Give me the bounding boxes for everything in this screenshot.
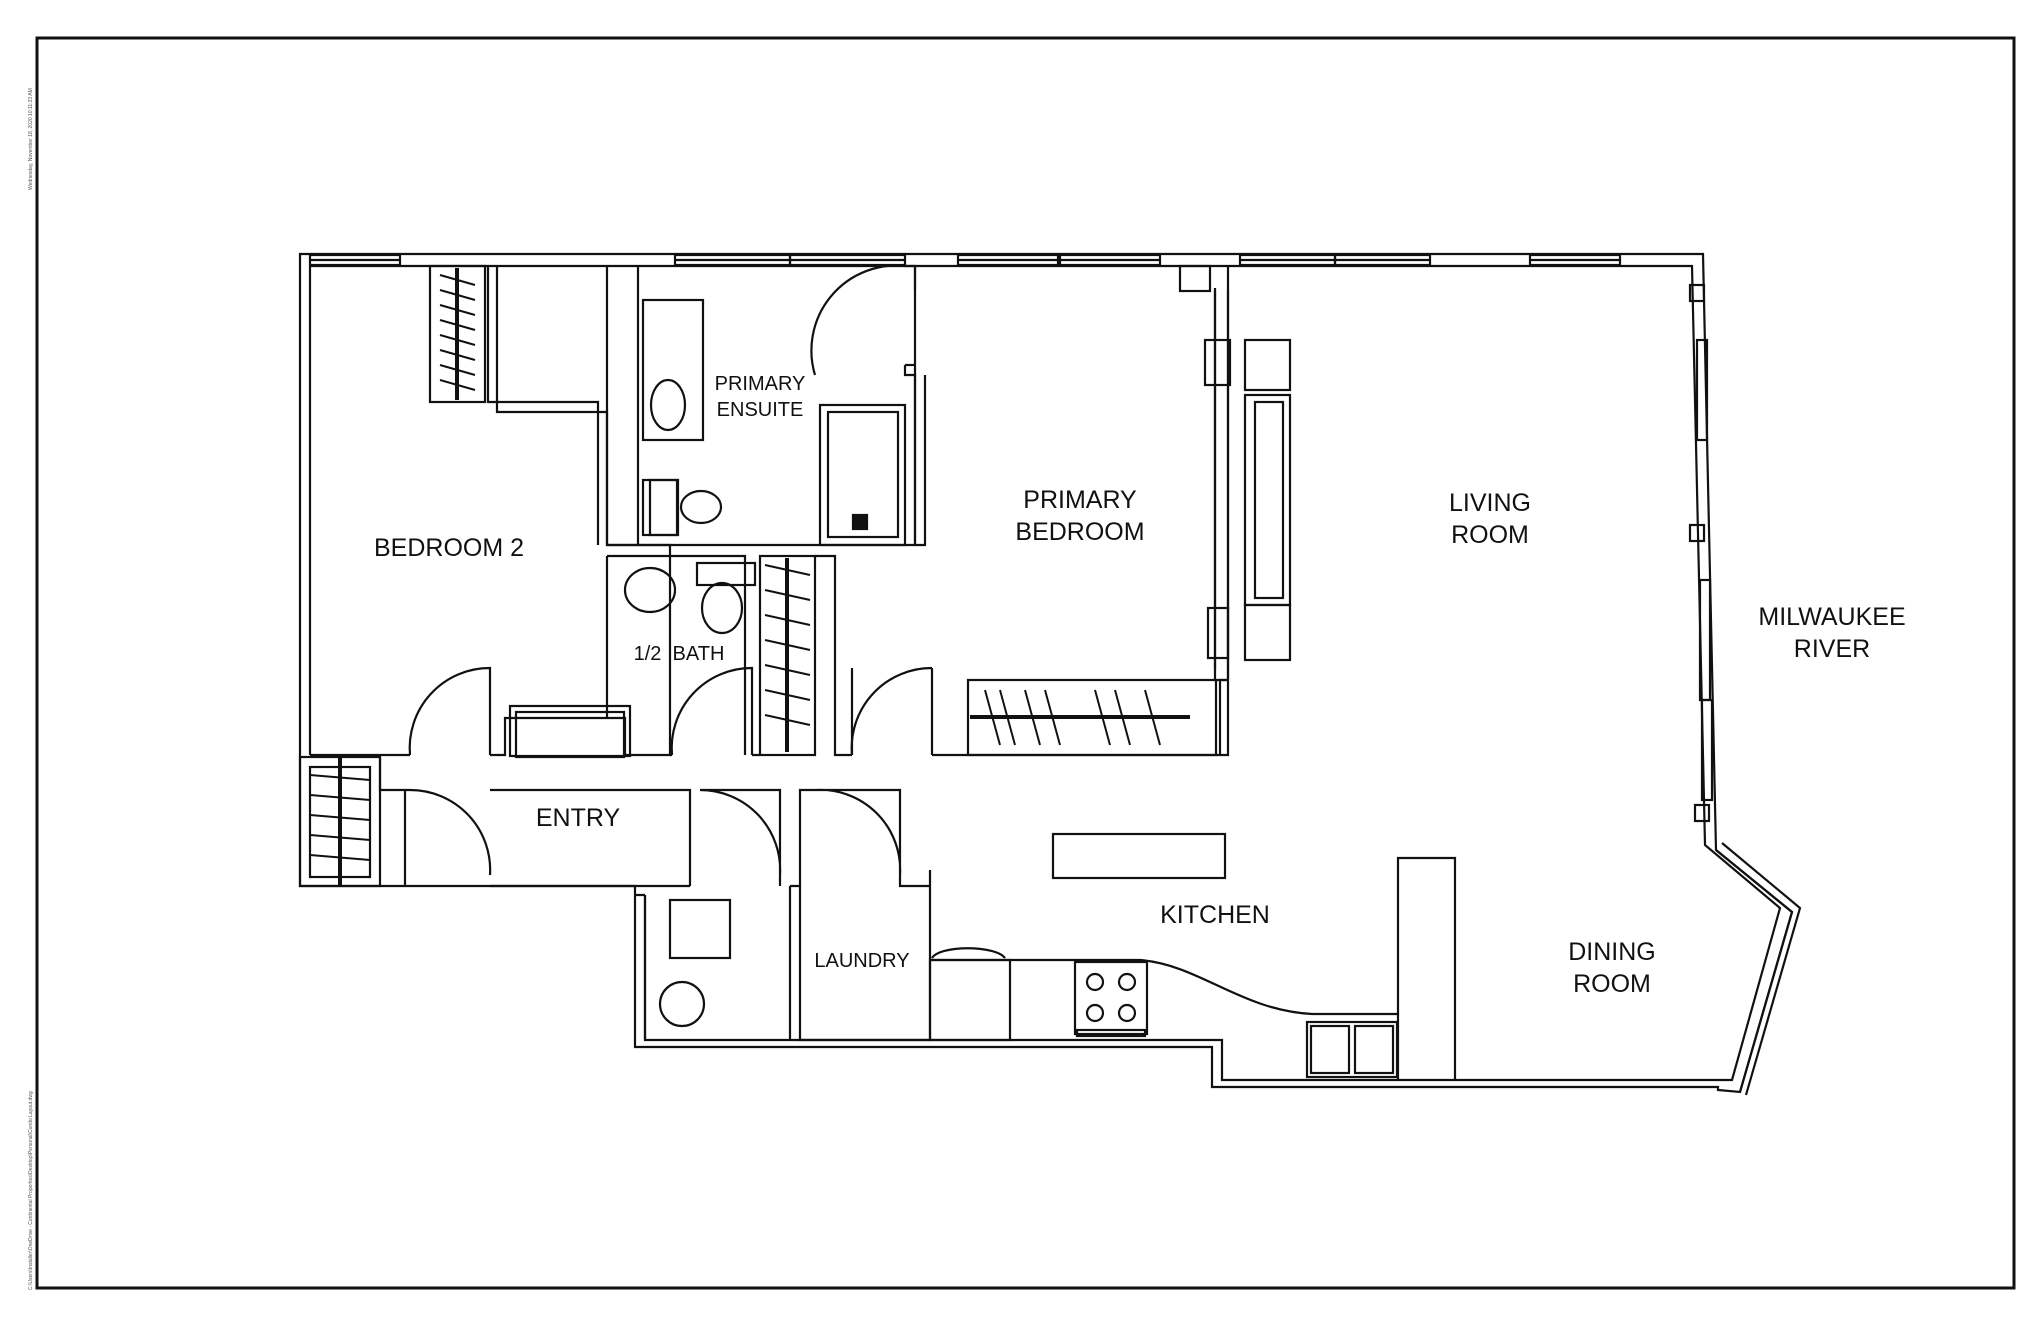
right-windows	[1688, 283, 1714, 823]
sheet-border	[35, 36, 2016, 1290]
top-windows	[308, 253, 1622, 267]
shower-drain-icon	[851, 513, 869, 531]
dining-room-label-2: ROOM	[1573, 970, 1651, 998]
kitchen-island	[1051, 832, 1227, 880]
kitchen-label: KITCHEN	[1160, 901, 1270, 929]
living-room-divider	[1213, 290, 1230, 680]
timestamp-note: Wednesday, November 18, 2020 10:11:33 AM	[28, 88, 34, 190]
file-path-note: C:\Users\Installer\OneDrive - Continenta…	[28, 1091, 34, 1290]
river-label-2: RIVER	[1794, 635, 1870, 663]
primary-ensuite-label-1: PRIMARY	[715, 373, 806, 395]
living-room-label-1: LIVING	[1449, 489, 1531, 517]
living-room-label-2: ROOM	[1451, 521, 1529, 549]
primary-bedroom-walls	[913, 266, 1230, 757]
bedroom2-door	[408, 666, 492, 756]
laundry-walls	[635, 870, 932, 1042]
bay-window	[1715, 849, 1794, 1093]
primary-bedroom-label-1: PRIMARY	[1023, 486, 1137, 514]
half-bath-walls	[605, 554, 760, 757]
dining-room-label-1: DINING	[1568, 938, 1656, 966]
entry-label: ENTRY	[536, 804, 621, 832]
river-label-1: MILWAUKEE	[1758, 603, 1905, 631]
primary-ensuite-label-2: ENSUITE	[717, 399, 804, 421]
half-bath-label: 1/2 BATH	[634, 643, 725, 665]
laundry-label: LAUNDRY	[814, 950, 909, 972]
bedroom2-label: BEDROOM 2	[374, 534, 524, 562]
entry-walls	[378, 757, 692, 886]
kitchen-sink	[1305, 1020, 1399, 1079]
kitchen-counter	[930, 856, 1457, 1080]
primary-bedroom-label-2: BEDROOM	[1015, 518, 1144, 546]
stove-icon	[1073, 960, 1149, 1036]
